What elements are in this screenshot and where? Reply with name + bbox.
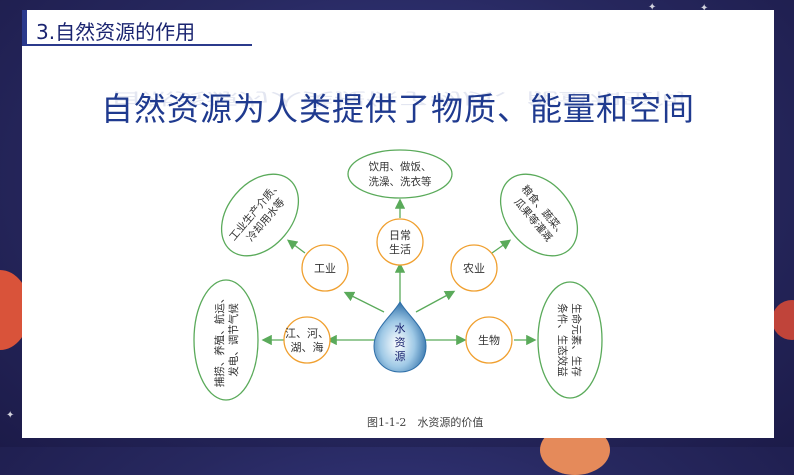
- ellipse-rivers-line-2: 发电、调节气候: [227, 303, 240, 377]
- circle-agriculture: [450, 244, 498, 292]
- circle-daily: [376, 218, 424, 266]
- arrows: [261, 198, 537, 346]
- section-title: 3.自然资源的作用: [36, 20, 196, 44]
- arrow: [491, 239, 512, 254]
- ellipse-agriculture: [499, 173, 579, 257]
- water-resource-diagram: 日常 生活 工业 农业 江、河、 湖、海 生物 水 资 源 饮用、做饭、 洗澡、…: [193, 149, 603, 401]
- slide-content: 3.自然资源的作用 自然资源为人类提供了物质、能量和空间 自然资源为人类提供了物…: [22, 10, 774, 438]
- circle-rivers-label-1: 江、河、: [285, 327, 329, 340]
- water-label-2: 资: [395, 336, 406, 349]
- water-label-3: 源: [395, 349, 406, 363]
- water-label-1: 水: [395, 322, 406, 335]
- ellipse-rivers-line-1: 捕捞、养殖、航运、: [213, 293, 226, 388]
- planet-decoration-right: [772, 300, 794, 340]
- figure-caption: 图1-1-2 水资源的价值: [367, 416, 484, 429]
- ellipse-living-line-2: 条件、生态效益: [556, 303, 569, 377]
- ellipse-daily: [347, 149, 453, 199]
- slide-subtitle: 自然资源为人类提供了物质、能量和空间: [100, 90, 695, 128]
- circle-industry: [301, 244, 349, 292]
- arrow: [286, 239, 306, 254]
- star-icon: ✦: [6, 410, 15, 421]
- section-header: 3.自然资源的作用: [22, 10, 252, 46]
- ellipse-living-line-1: 生命元素、生存: [570, 303, 583, 377]
- ellipse-daily-line-1: 饮用、做饭、: [369, 160, 432, 173]
- circle-rivers: [283, 316, 331, 364]
- ellipse-rivers: [193, 279, 259, 401]
- star-icon: ✦: [700, 3, 709, 14]
- ellipse-living: [537, 281, 603, 399]
- circle-rivers-label-2: 湖、海: [291, 340, 324, 354]
- circle-agriculture-label: 农业: [463, 261, 485, 275]
- circle-industry-label: 工业: [314, 262, 336, 275]
- circle-daily-label-1: 日常: [389, 229, 411, 242]
- ellipse-industry: [220, 173, 300, 257]
- header-accent-bar: [22, 10, 27, 46]
- circle-living-label: 生物: [478, 333, 500, 347]
- water-drop-icon: [373, 300, 427, 373]
- arrow: [415, 290, 456, 313]
- circle-daily-label-2: 生活: [389, 242, 411, 256]
- star-icon: ✦: [648, 2, 657, 13]
- arrow: [343, 291, 385, 313]
- circle-living: [465, 316, 513, 364]
- ellipse-daily-line-2: 洗澡、洗衣等: [369, 175, 432, 188]
